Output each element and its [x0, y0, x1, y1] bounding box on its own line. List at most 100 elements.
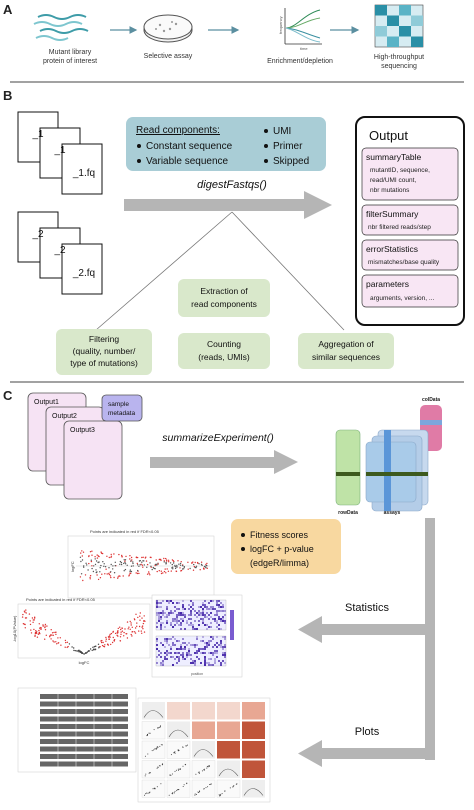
heatmap-cell — [204, 616, 206, 618]
volcano-point — [104, 644, 106, 646]
ma-point — [200, 561, 203, 563]
heatmap-cell — [176, 640, 178, 642]
ma-point — [195, 565, 198, 567]
ma-point — [130, 560, 132, 562]
heatmap-cell — [190, 624, 192, 626]
heatmap-cell — [198, 614, 200, 616]
heatmap-cell — [198, 610, 200, 612]
ma-point — [163, 570, 166, 573]
heatmap-cell — [160, 606, 162, 608]
heatmap-cell — [160, 626, 162, 628]
heatmap-cell — [170, 648, 172, 650]
ma-point — [183, 568, 185, 570]
heatmap-cell — [214, 650, 216, 652]
heatmap-cell — [182, 606, 184, 608]
heatmap-cell — [220, 610, 222, 612]
heatmap-cell — [204, 656, 206, 658]
output2-label: Output2 — [52, 413, 77, 420]
heatmap-cell — [214, 620, 216, 622]
volcano-point — [140, 630, 142, 632]
heatmap-cell — [168, 602, 170, 604]
heatmap-cell — [182, 652, 184, 654]
volcano-point — [136, 625, 138, 627]
volcano-point — [44, 626, 46, 629]
volcano-point — [126, 633, 128, 635]
ma-point — [168, 561, 170, 563]
heatmap-cell — [192, 602, 194, 604]
ma-point — [94, 556, 96, 558]
read-components-title: Read components: — [136, 125, 220, 136]
heatmap-cell — [216, 622, 218, 624]
ma-point — [119, 560, 122, 563]
ma-point — [162, 572, 164, 574]
ma-point — [80, 560, 82, 563]
heatmap-cell — [204, 614, 206, 616]
heatmap-cell — [220, 618, 222, 620]
heatmap-cell — [200, 606, 202, 608]
ma-point — [132, 562, 134, 565]
volcano-point — [126, 621, 129, 623]
heatmap-cell — [186, 656, 188, 658]
volcano-point — [121, 630, 124, 632]
heatmap-cell — [224, 656, 226, 658]
heatmap-cell — [180, 654, 182, 656]
heatmap-cell — [188, 648, 190, 650]
volcano-point — [119, 626, 121, 628]
ma-point — [114, 561, 117, 563]
ma-plot-title: Points are indicated in red if FDR<0.05 — [90, 529, 160, 534]
heatmap-cell — [194, 628, 196, 630]
heatmap-cell — [208, 662, 210, 664]
digest-fastqs-function: digestFastqs() — [197, 179, 267, 191]
heatmap-cell — [198, 650, 200, 652]
volcano-point — [137, 616, 139, 619]
volcano-plot-xlabel: logFC — [79, 660, 90, 665]
ma-point — [182, 565, 184, 567]
heatmap-cell — [194, 610, 196, 612]
heatmap-cell — [166, 620, 168, 622]
volcano-point — [37, 633, 40, 635]
heatmap-cell — [210, 616, 212, 618]
ma-point — [201, 564, 203, 566]
heatmap-cell — [182, 620, 184, 622]
heatmap-cell — [208, 614, 210, 616]
volcano-point — [50, 638, 52, 640]
volcano-point — [51, 634, 53, 636]
heatmap-cell — [220, 646, 222, 648]
caption-sequencing-2: sequencing — [381, 63, 417, 70]
volcano-point — [74, 650, 77, 652]
heatmap-cell — [188, 624, 190, 626]
ma-point — [176, 564, 178, 567]
volcano-point — [107, 644, 110, 646]
heatmap-cell — [222, 616, 224, 618]
ma-point — [203, 568, 205, 570]
volcano-point — [55, 641, 57, 643]
volcano-point — [142, 622, 145, 625]
ma-point — [193, 565, 196, 568]
ma-point — [173, 562, 175, 564]
ma-point — [142, 556, 144, 558]
ma-point — [123, 559, 125, 561]
assays-label: assays — [384, 510, 401, 516]
digest-cone-lines — [95, 211, 345, 331]
heatmap-cell — [172, 642, 174, 644]
heatmap-cell — [162, 622, 164, 624]
heatmap-cell — [218, 610, 220, 612]
volcano-point — [130, 624, 132, 626]
heatmap-cell — [220, 662, 222, 664]
heatmap-cell — [212, 608, 214, 610]
ma-point — [120, 563, 123, 566]
read-component-skipped: Skipped — [273, 156, 309, 167]
heatmap-cell — [204, 664, 206, 666]
heatmap-cell — [188, 654, 190, 656]
volcano-point — [84, 652, 87, 654]
volcano-point — [116, 632, 118, 634]
heatmap-cell — [182, 600, 184, 602]
ma-point — [167, 570, 170, 572]
volcano-point — [25, 609, 27, 611]
heatmap-cell — [220, 606, 222, 608]
heatmap-cell — [204, 646, 206, 648]
ma-point — [187, 561, 189, 563]
bar — [40, 716, 128, 722]
volcano-point — [101, 644, 104, 647]
